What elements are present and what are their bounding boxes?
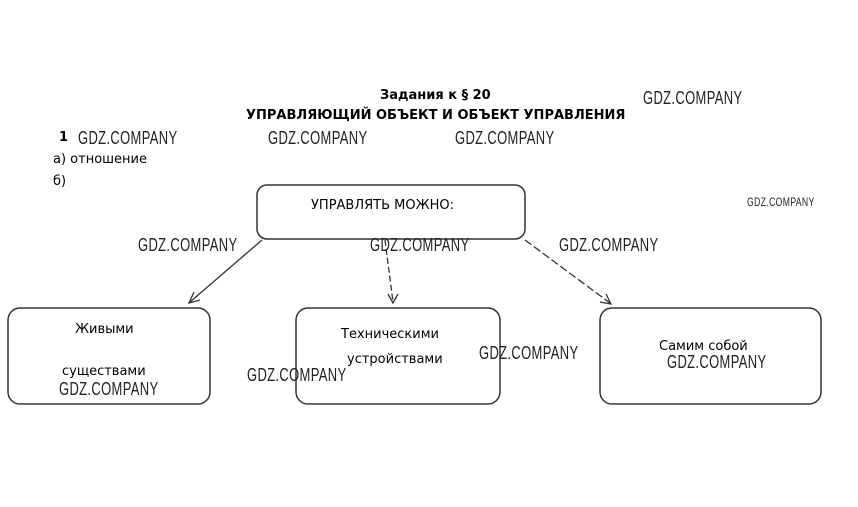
watermark: GDZ.COMPANY (747, 195, 815, 209)
watermark: GDZ.COMPANY (78, 128, 178, 148)
task-number: 1 (59, 130, 69, 145)
page-subtitle: УПРАВЛЯЮЩИЙ ОБЪЕКТ И ОБЪЕКТ УПРАВЛЕНИЯ (246, 108, 626, 123)
arrow-left (189, 239, 263, 303)
watermark: GDZ.COMPANY (559, 235, 659, 255)
watermark: GDZ.COMPANY (455, 128, 555, 148)
child-technical-line1: Техническими (341, 327, 439, 342)
child-living-line1: Живыми (75, 322, 134, 337)
watermark: GDZ.COMPANY (268, 128, 368, 148)
root-box (256, 184, 526, 240)
arrow-middle (384, 239, 394, 303)
child-technical-line2: устройствами (347, 352, 443, 367)
watermark: GDZ.COMPANY (370, 235, 470, 255)
child-box-technical (295, 307, 501, 405)
watermark: GDZ.COMPANY (247, 365, 347, 385)
watermark: GDZ.COMPANY (643, 88, 743, 108)
child-living-line2: существами (62, 364, 146, 379)
answer-b: б) (53, 174, 67, 189)
watermark: GDZ.COMPANY (59, 379, 159, 399)
child-self-label: Самим собой (659, 339, 748, 354)
answer-a: а) отношение (53, 152, 147, 167)
watermark: GDZ.COMPANY (479, 343, 579, 363)
root-label: УПРАВЛЯТЬ МОЖНО: (311, 198, 454, 213)
child-box-self (599, 307, 822, 405)
page-title: Задания к § 20 (380, 88, 491, 103)
arrow-right (524, 239, 611, 304)
watermark: GDZ.COMPANY (138, 235, 238, 255)
child-box-living (7, 307, 211, 405)
arrows (187, 239, 613, 305)
watermark: GDZ.COMPANY (667, 352, 767, 372)
